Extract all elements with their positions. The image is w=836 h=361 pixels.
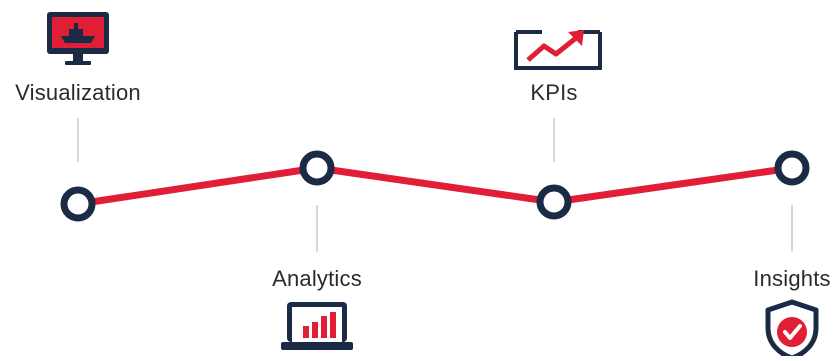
- laptop-bar-chart-icon: [281, 302, 353, 350]
- timeline-node-analytics: [299, 150, 335, 186]
- monitor-ship-icon: [47, 12, 109, 65]
- milestone-label-insights: Insights: [753, 266, 831, 291]
- milestone-label-visualization: Visualization: [15, 80, 141, 105]
- timeline-node-kpis: [536, 184, 572, 220]
- timeline-node-insights: [774, 150, 810, 186]
- timeline-node-visualization: [60, 186, 96, 222]
- milestone-label-analytics: Analytics: [272, 266, 362, 291]
- timeline-line: [74, 164, 796, 208]
- shield-check-icon: [765, 299, 819, 361]
- milestone-label-kpis: KPIs: [530, 80, 578, 105]
- trending-up-chart-icon: [514, 30, 602, 70]
